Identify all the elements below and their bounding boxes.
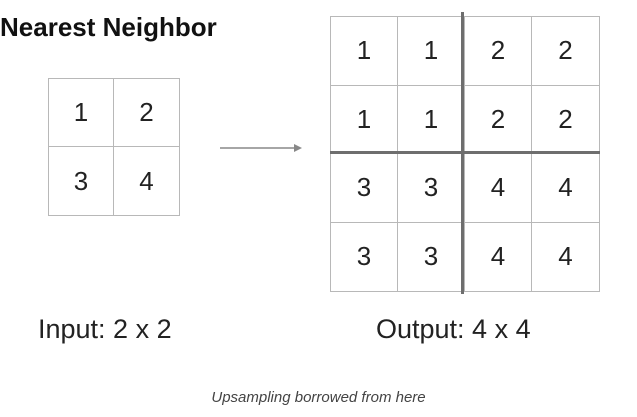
diagram-title: Nearest Neighbor (0, 12, 217, 42)
output-cell: 3 (331, 154, 398, 223)
output-cell: 1 (398, 17, 465, 86)
output-cell: 3 (398, 154, 465, 223)
output-cell: 4 (465, 222, 532, 291)
input-size-label: Input: 2 x 2 (38, 314, 172, 344)
figure-caption: Upsampling borrowed from here (211, 389, 426, 406)
output-cell: 1 (331, 85, 398, 154)
output-cell: 2 (532, 17, 599, 86)
input-cell: 3 (49, 147, 114, 215)
output-cell: 2 (465, 85, 532, 154)
output-size-label: Output: 4 x 4 (376, 314, 531, 344)
input-grid: 1 2 3 4 (48, 78, 180, 216)
output-cell: 3 (331, 222, 398, 291)
output-cell: 1 (398, 85, 465, 154)
output-cell: 2 (532, 86, 599, 154)
input-cell: 1 (49, 79, 114, 147)
input-cell: 4 (139, 165, 154, 196)
input-cell: 2 (114, 79, 179, 147)
right-arrow-icon (220, 144, 302, 152)
output-cell: 3 (398, 222, 465, 291)
output-cell: 2 (465, 17, 532, 86)
output-grid: 1 1 2 2 1 1 2 2 3 3 4 4 3 3 4 4 (330, 16, 600, 292)
output-cell: 4 (532, 154, 599, 223)
block-divider-horizontal (330, 151, 600, 154)
output-cell: 4 (465, 154, 532, 223)
output-cell: 1 (331, 17, 398, 86)
output-cell: 4 (558, 241, 573, 272)
